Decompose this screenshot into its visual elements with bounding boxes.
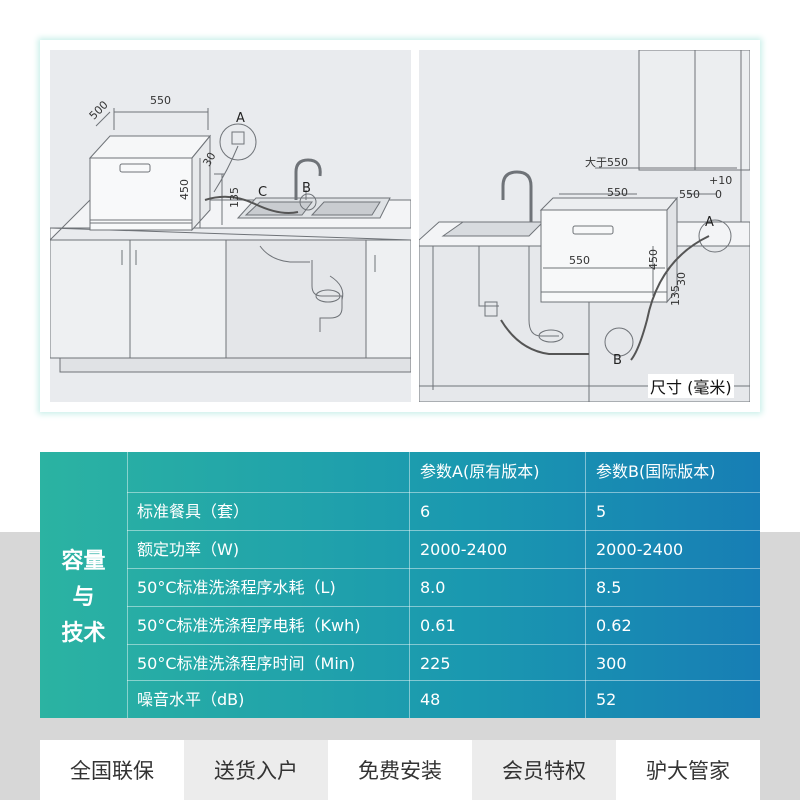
svg-text:450: 450 — [647, 249, 660, 270]
table-divider — [409, 452, 410, 718]
table-row: 标准餐具（套） 6 5 — [127, 492, 760, 531]
value-b: 300 — [596, 654, 627, 673]
value-b: 8.5 — [596, 578, 622, 597]
value-a: 8.0 — [420, 578, 446, 597]
service-installation: 免费安装 — [358, 759, 442, 783]
row-label: 噪音水平（dB) — [137, 690, 245, 709]
table-row: 噪音水平（dB) 48 52 — [127, 680, 760, 719]
svg-text:550: 550 — [679, 188, 700, 201]
row-label: 50°C标准洗涤程序电耗（Kwh) — [137, 616, 361, 635]
svg-text:C: C — [258, 185, 267, 200]
svg-text:30: 30 — [675, 272, 688, 286]
column-header-b: 参数B(国际版本) — [596, 462, 716, 481]
service-bar: 全国联保 送货入户 免费安装 会员特权 驴大管家 — [40, 740, 760, 800]
table-divider — [585, 452, 586, 718]
svg-text:135: 135 — [228, 187, 241, 208]
service-membership: 会员特权 — [472, 740, 616, 800]
value-a: 6 — [420, 502, 431, 521]
svg-text:550: 550 — [607, 186, 628, 199]
row-label: 50°C标准洗涤程序时间（Min) — [137, 654, 356, 673]
value-b: 52 — [596, 690, 617, 709]
category-label: 容量 与 技术 — [40, 544, 127, 652]
service-delivery: 送货入户 — [184, 740, 328, 800]
svg-text:550: 550 — [150, 94, 171, 107]
value-a: 225 — [420, 654, 451, 673]
category-label-line: 容量 — [61, 549, 106, 574]
dishwasher-sink-illustration: 大于550 550 550 +10 0 550 450 30 135 A B — [419, 50, 750, 402]
installation-diagram-left: 550 500 450 30 135 A B C — [50, 50, 411, 402]
table-divider — [127, 452, 128, 718]
column-header-a: 参数A(原有版本) — [420, 462, 540, 481]
dishwasher-countertop-illustration: 550 500 450 30 135 A B C — [50, 94, 411, 373]
value-b: 2000-2400 — [596, 540, 684, 559]
category-label-line: 技术 — [61, 621, 106, 646]
svg-text:500: 500 — [87, 98, 111, 122]
svg-text:0: 0 — [715, 188, 722, 201]
svg-text:A: A — [236, 111, 245, 126]
svg-text:450: 450 — [178, 179, 191, 200]
svg-text:大于550: 大于550 — [585, 155, 628, 169]
value-a: 0.61 — [420, 616, 456, 635]
row-label: 标准餐具（套） — [137, 502, 250, 521]
table-row: 50°C标准洗涤程序电耗（Kwh) 0.61 0.62 — [127, 606, 760, 645]
svg-text:30: 30 — [200, 150, 218, 169]
value-b: 5 — [596, 502, 607, 521]
dimension-unit-label: 尺寸 (毫米) — [648, 374, 734, 398]
value-a: 2000-2400 — [420, 540, 508, 559]
value-b: 0.62 — [596, 616, 632, 635]
service-butler: 驴大管家 — [646, 759, 730, 783]
svg-text:+10: +10 — [709, 174, 732, 187]
table-row: 50°C标准洗涤程序水耗（L) 8.0 8.5 — [127, 568, 760, 607]
svg-text:550: 550 — [569, 254, 590, 267]
svg-text:B: B — [613, 353, 622, 368]
table-row: 额定功率（W) 2000-2400 2000-2400 — [127, 530, 760, 569]
svg-text:A: A — [705, 215, 714, 230]
row-label: 50°C标准洗涤程序水耗（L) — [137, 578, 336, 597]
svg-text:135: 135 — [669, 285, 682, 306]
category-label-line: 与 — [72, 585, 95, 610]
service-warranty: 全国联保 — [70, 759, 154, 783]
row-label: 额定功率（W) — [137, 540, 240, 559]
table-row: 50°C标准洗涤程序时间（Min) 225 300 — [127, 644, 760, 683]
value-a: 48 — [420, 690, 441, 709]
svg-text:B: B — [302, 181, 311, 196]
installation-diagram-right: 大于550 550 550 +10 0 550 450 30 135 A B — [419, 50, 750, 402]
spec-table: 参数A(原有版本) 参数B(国际版本) 容量 与 技术 标准餐具（套） 6 5 … — [40, 452, 760, 718]
